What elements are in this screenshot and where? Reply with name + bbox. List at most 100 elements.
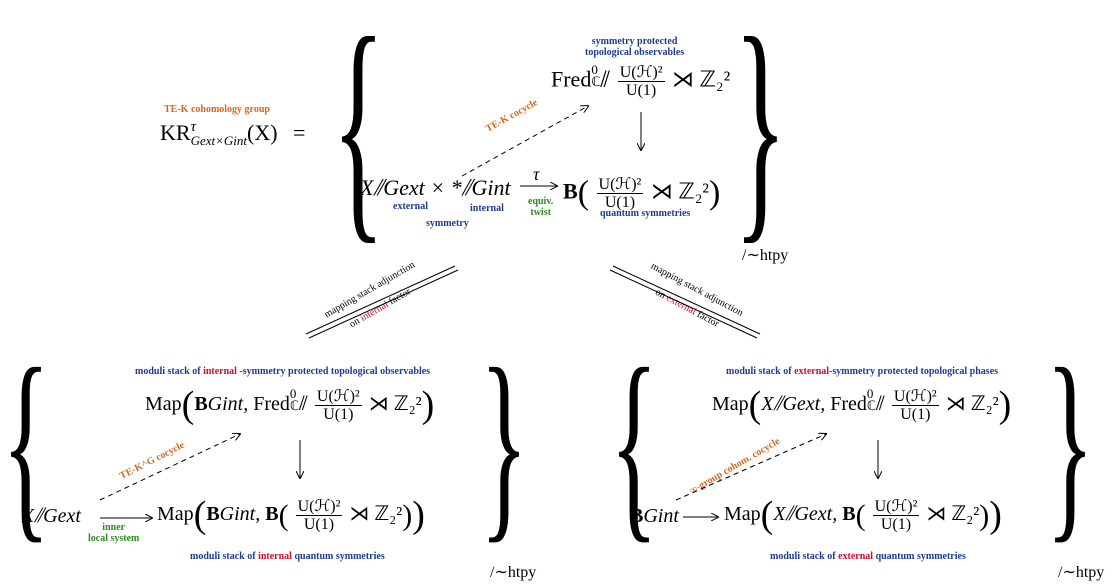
top-htpy: /∼htpy [742, 247, 789, 264]
left-source: X⫽Gext [22, 505, 81, 527]
frac-den: U(1) [626, 82, 657, 99]
internal-label: internal [470, 203, 504, 214]
left-b: B [194, 393, 208, 416]
left-title: moduli stack of internal -symmetry prote… [135, 366, 430, 377]
adj-left-line-a [305, 265, 456, 335]
local-system-label: local system [88, 533, 140, 544]
right-bt-pre: moduli stack of [770, 551, 839, 562]
left-frac-num: U(ℋ)² [314, 388, 362, 406]
right-frac-den: U(1) [900, 406, 931, 423]
left-dashed-arrow [99, 434, 240, 501]
lhs-main: KR [160, 120, 191, 145]
right-src-b: B [630, 505, 644, 527]
x-quot-gext-times-gint: X⫽Gext × *⫽Gint [360, 175, 511, 200]
left-semidirect: ⋊ [368, 393, 389, 416]
adj-right-line-a [612, 265, 761, 335]
left-z22-2: ℤ₂² [374, 503, 403, 526]
right-semidirect-2: ⋊ [926, 503, 947, 526]
left-fred-sub: ℂ [289, 398, 299, 413]
twist-label: twist [530, 207, 551, 218]
top-right-brace: } [734, 0, 787, 265]
left-left-brace: { [2, 326, 50, 561]
symmetry-label: symmetry [426, 218, 469, 229]
te-k-cohomology-label: TE-K cohomology group [164, 104, 270, 115]
inner-label: inner [102, 522, 126, 533]
right-htpy: /∼htpy [1058, 564, 1105, 581]
lhs-sub: Gext×Gint [190, 133, 247, 148]
left-bgint: Gint, [207, 393, 254, 416]
left-title-pre: moduli stack of [135, 366, 204, 377]
obs-label-line1: symmetry protected [591, 36, 678, 47]
frac-num: U(ℋ)² [617, 64, 665, 82]
right-bt-key: external [838, 551, 874, 562]
left-frac2-num: U(ℋ)² [295, 498, 343, 516]
z22-symbol: ℤ₂² [699, 66, 731, 92]
frac-num-2: U(ℋ)² [596, 176, 644, 194]
right-title-key: external [794, 366, 830, 377]
adj-right-line-b [609, 269, 758, 339]
right-z22-2: ℤ₂² [951, 503, 980, 526]
right-frac-num: U(ℋ)² [891, 388, 939, 406]
right-map: Map [712, 393, 749, 416]
frac-den-2: U(1) [604, 194, 636, 211]
equals-sign: = [293, 120, 306, 145]
left-z22: ℤ₂² [393, 393, 422, 416]
fred-sup: 0 [591, 62, 598, 77]
left-map: Map [145, 393, 182, 416]
right-frac2-num: U(ℋ)² [872, 498, 920, 516]
fred-main: Fred [551, 66, 592, 92]
left-b-2: B [206, 503, 220, 526]
right-dashed-arrow [675, 434, 826, 501]
top-left-brace: { [332, 0, 385, 265]
right-src-gint: Gint [643, 505, 679, 527]
right-b-3: B [842, 503, 856, 526]
left-frac2-den: U(1) [303, 516, 335, 533]
right-right-brace: } [1046, 326, 1094, 561]
quantum-symmetries-label: quantum symmetries [600, 208, 691, 219]
left-right-brace: } [480, 326, 528, 561]
right-quot: ⫽ [875, 393, 885, 416]
right-bottom-title: moduli stack of external quantum symmetr… [770, 551, 966, 562]
left-semidirect-2: ⋊ [349, 503, 370, 526]
left-bottom-title: moduli stack of internal quantum symmetr… [190, 551, 385, 562]
adj-left-line-b [308, 269, 459, 339]
lhs-arg: (X) [247, 120, 278, 145]
equiv-twist-label: equiv. twist [528, 196, 553, 218]
right-left-brace: { [610, 326, 658, 561]
right-fred: Fred [830, 393, 867, 416]
left-title-key: internal [203, 366, 237, 377]
left-quot: ⫽ [298, 393, 308, 416]
left-frac-den: U(1) [323, 406, 354, 423]
left-map-2: Map [157, 503, 194, 526]
left-bt-key: internal [258, 551, 292, 562]
right-semidirect: ⋊ [945, 393, 966, 416]
equiv-label: equiv. [528, 196, 554, 207]
right-title: moduli stack of external-symmetry protec… [726, 366, 998, 377]
external-label: external [393, 201, 428, 212]
obs-label: symmetry protected topological observabl… [585, 36, 684, 58]
right-map-2: Map [724, 503, 761, 526]
semidirect-2: ⋊ [650, 178, 673, 204]
fred-sub: ℂ [591, 74, 601, 89]
inner-local-system-label: inner local system [88, 522, 139, 544]
quot-symbol: ⫽ [600, 66, 611, 92]
left-b-3: B [265, 503, 279, 526]
top-dashed-arrow [461, 106, 588, 177]
b-symbol: B [563, 178, 578, 204]
left-fred-sup: 0 [289, 386, 297, 401]
z22-2: ℤ₂² [678, 178, 709, 204]
left-bt-pre: moduli stack of [190, 551, 259, 562]
